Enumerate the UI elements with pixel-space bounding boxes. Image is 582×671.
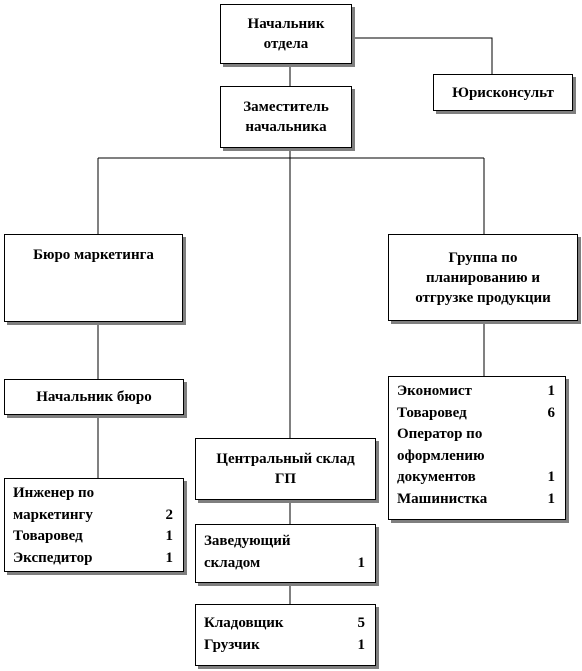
- staff-role: Товаровед: [397, 404, 467, 421]
- shipping-staff-box: Экономист 1 Товаровед 6 Оператор по офор…: [388, 376, 566, 520]
- staff-row: Оператор по оформлению документов 1: [397, 424, 555, 489]
- staff-count: 1: [165, 528, 174, 544]
- staff-role: Товаровед: [13, 528, 83, 544]
- marketing-bureau-box: Бюро маркетинга: [4, 234, 183, 322]
- staff-row: Экономист 1: [397, 381, 555, 403]
- staff-row: Инженер по маркетингу 2: [13, 483, 173, 526]
- staff-role: Экономист: [397, 383, 472, 399]
- staff-row: Машинистка 1: [397, 489, 555, 511]
- shipping-group-box: Группа по планированию и отгрузке продук…: [388, 234, 578, 321]
- staff-role: Машинистка: [397, 490, 488, 507]
- staff-row: Товаровед 1: [13, 526, 173, 548]
- staff-row: Заведующий складом 1: [204, 531, 365, 574]
- legal-advisor-label: Юрисконсульт: [452, 84, 554, 101]
- deputy-head-box: Заместитель начальника: [220, 86, 352, 148]
- staff-row: Экспедитор 1: [13, 548, 173, 570]
- staff-count: 1: [547, 383, 556, 399]
- bureau-head-label: Начальник бюро: [36, 389, 152, 405]
- warehouse-manager-box: Заведующий складом 1: [195, 524, 376, 583]
- marketing-bureau-label: Бюро маркетинга: [33, 247, 154, 263]
- staff-count: 5: [357, 615, 366, 631]
- staff-count: 1: [357, 554, 366, 571]
- connector-head-to-legal: [352, 37, 493, 74]
- staff-row: Кладовщик 5: [204, 613, 365, 635]
- bureau-head-box: Начальник бюро: [4, 379, 184, 415]
- staff-row: Грузчик 1: [204, 635, 365, 657]
- staff-count: 1: [547, 490, 556, 507]
- deputy-head-label: Заместитель начальника: [243, 99, 329, 135]
- staff-count: 1: [165, 549, 174, 566]
- staff-role: Инженер по маркетингу: [13, 485, 95, 523]
- staff-role: Кладовщик: [204, 615, 284, 631]
- shipping-group-label: Группа по планированию и отгрузке продук…: [415, 249, 551, 306]
- staff-role: Оператор по оформлению документов: [397, 426, 485, 485]
- department-head-label: Начальник отдела: [247, 16, 325, 52]
- staff-count: 1: [357, 636, 366, 653]
- staff-count: 1: [547, 469, 556, 485]
- staff-count: 6: [547, 404, 556, 421]
- storekeeper-box: Кладовщик 5 Грузчик 1: [195, 604, 376, 666]
- staff-role: Экспедитор: [13, 549, 93, 566]
- department-head-box: Начальник отдела: [220, 4, 352, 64]
- staff-row: Товаровед 6: [397, 403, 555, 425]
- marketing-staff-box: Инженер по маркетингу 2 Товаровед 1 Эксп…: [4, 478, 184, 572]
- staff-count: 2: [165, 506, 174, 523]
- staff-role: Заведующий складом: [204, 533, 291, 571]
- central-warehouse-label: Центральный склад ГП: [216, 451, 355, 487]
- central-warehouse-box: Центральный склад ГП: [195, 438, 376, 500]
- staff-role: Грузчик: [204, 636, 260, 653]
- legal-advisor-box: Юрисконсульт: [433, 74, 573, 111]
